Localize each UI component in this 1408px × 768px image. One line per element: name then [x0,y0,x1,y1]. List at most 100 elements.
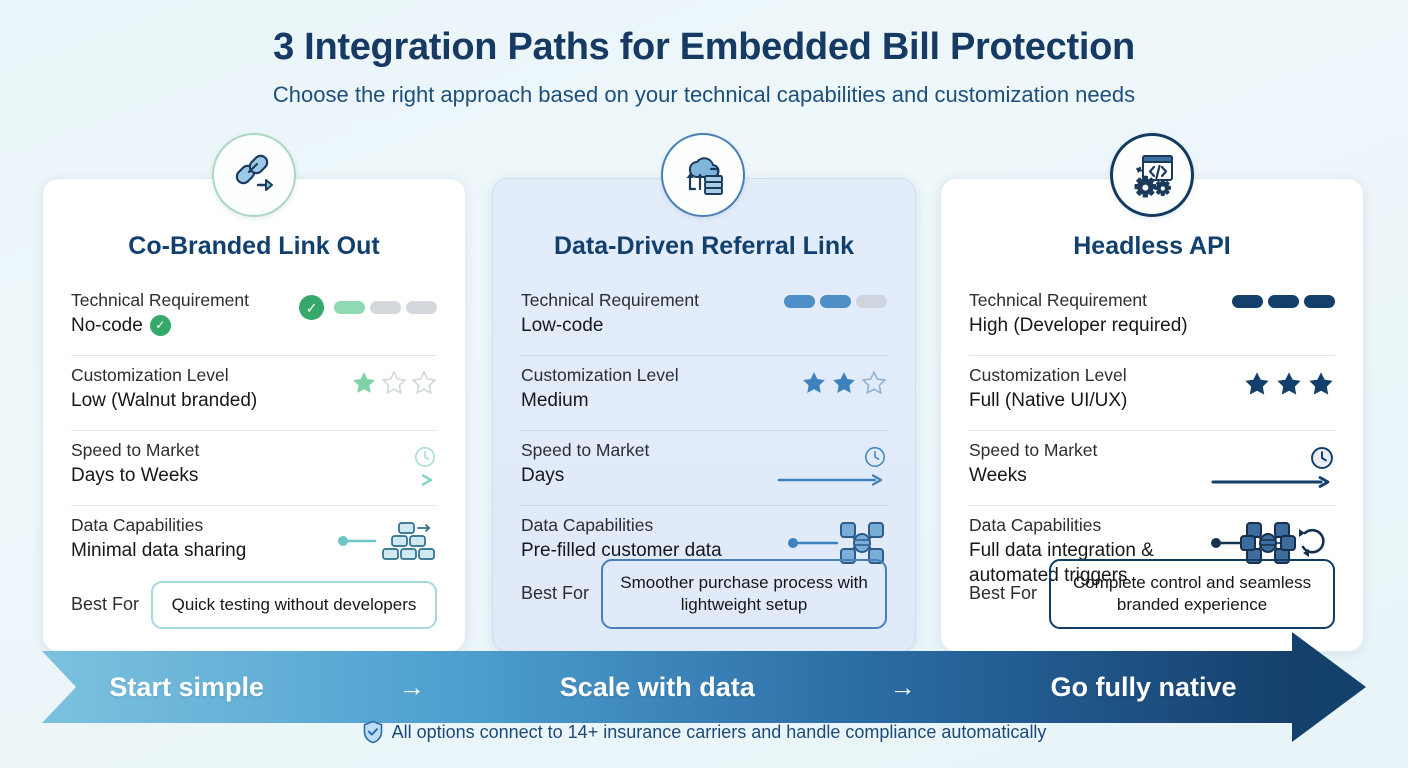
speed-art [777,439,887,487]
row-data-capabilities: Data Capabilities Pre-filled customer da… [521,506,887,580]
pill-filled [334,301,365,314]
best-for-label: Best For [969,583,1038,604]
card-3-rows: Technical Requirement High (Developer re… [969,281,1335,599]
star-filled-icon [1277,372,1301,395]
star-rating [1243,364,1335,398]
row-value: Full data integration & automated trigge… [969,539,1154,587]
row-value: Days [521,464,565,486]
badge-co-branded [212,133,296,217]
check-circle-icon: ✓ [149,314,171,336]
best-for-value[interactable]: Quick testing without developers [151,580,437,629]
row-data-capabilities: Data Capabilities Minimal data sharing [71,506,437,580]
card-title-3: Headless API [1073,232,1231,260]
row-label: Technical Requirement [71,290,250,310]
best-for-row-1: Best For Quick testing without developer… [71,580,437,629]
best-for-value[interactable]: Smoother purchase process with lightweig… [601,558,887,629]
badge-data-driven [661,133,745,217]
pill-empty [370,301,401,314]
tech-pills: ✓ [299,295,437,320]
tech-meter [784,289,887,308]
badge-headless-api [1110,133,1194,217]
row-label: Technical Requirement [969,290,1148,310]
star-filled-icon [1245,372,1269,395]
row-label: Speed to Market [521,440,650,460]
card-title-1: Co-Branded Link Out [128,232,380,260]
row-label: Data Capabilities [969,515,1102,535]
row-value-text: No-code [71,314,143,336]
star-filled-icon [833,372,855,393]
progress-arrow-icon [777,474,883,486]
row-customization-level: Customization Level Low (Walnut branded) [71,356,437,431]
star-empty-icon [411,370,437,395]
row-speed-to-market: Speed to Market Days to Weeks [71,431,437,506]
pill-empty [406,301,437,314]
pill-filled [820,295,851,308]
best-for-value[interactable]: Complete control and seamless branded ex… [1049,558,1335,629]
star-filled-icon [803,372,825,393]
row-label: Customization Level [521,365,679,385]
tech-meter: ✓ [299,289,437,320]
page-title: 3 Integration Paths for Embedded Bill Pr… [273,26,1135,68]
card-1-rows: Technical Requirement No-code ✓ ✓ [71,281,437,580]
row-speed-to-market: Speed to Market Days [521,431,887,506]
star-rating [801,364,887,396]
pill-filled [1304,295,1335,308]
card-headless-api[interactable]: Technical Requirement High (Developer re… [940,178,1364,652]
row-value: Full (Native UI/UX) [969,389,1128,411]
cloud-sync-database-icon [686,157,723,195]
pill-filled [784,295,815,308]
row-data-capabilities: Data Capabilities Full data integration … [969,506,1335,599]
best-for-label: Best For [521,583,590,604]
row-customization-level: Customization Level Full (Native UI/UX) [969,356,1335,431]
pill-filled [1268,295,1299,308]
progress-arrow-icon [327,474,433,486]
row-value: High (Developer required) [969,314,1188,336]
row-value: No-code ✓ [71,313,249,339]
star-filled-icon [1309,372,1333,395]
card-title-2: Data-Driven Referral Link [553,232,855,260]
row-technical-requirement: Technical Requirement Low-code [521,281,887,356]
row-value: Days to Weeks [71,464,199,486]
clock-icon [1311,447,1333,469]
row-value: Medium [521,389,589,411]
star-filled-icon [353,372,375,393]
row-value: Low-code [521,314,604,336]
star-rating [351,364,437,396]
star-empty-icon [861,370,887,395]
card-data-driven-referral-link[interactable]: Technical Requirement Low-code Customiza… [492,178,916,652]
row-value: Pre-filled customer data [521,539,722,561]
tech-pills [784,295,887,308]
row-label: Data Capabilities [521,515,654,535]
clock-icon [865,447,885,467]
tech-pills [1232,295,1335,308]
row-customization-level: Customization Level Medium [521,356,887,431]
progress-arrow-icon [1211,476,1330,488]
row-value: Low (Walnut branded) [71,389,258,411]
footer-text: All options connect to 14+ insurance car… [391,721,1047,742]
chain-link-arrow-icon [235,154,273,191]
best-for-row-2: Best For Smoother purchase process with … [521,558,887,629]
row-technical-requirement: Technical Requirement High (Developer re… [969,281,1335,356]
clock-icon [415,447,435,467]
check-circle-icon: ✓ [299,295,324,320]
card-2-rows: Technical Requirement Low-code Customiza… [521,281,887,580]
footer-note: All options connect to 14+ insurance car… [0,720,1408,744]
row-label: Data Capabilities [71,515,204,535]
row-label: Customization Level [969,365,1127,385]
row-label: Speed to Market [969,440,1098,460]
best-for-row-3: Best For Complete control and seamless b… [969,558,1335,629]
pill-empty [856,295,887,308]
pill-filled [1232,295,1263,308]
best-for-label: Best For [71,594,140,615]
row-label: Speed to Market [71,440,200,460]
row-speed-to-market: Speed to Market Weeks [969,431,1335,506]
nodes-basic-icon [338,522,435,560]
card-co-branded-link-out[interactable]: Technical Requirement No-code ✓ ✓ [42,178,466,652]
shield-check-icon [363,720,382,744]
speed-art [1211,439,1335,489]
row-value: Minimal data sharing [71,539,247,561]
progression-banner [42,651,1304,723]
row-label: Customization Level [71,365,229,385]
page-subtitle: Choose the right approach based on your … [272,82,1136,107]
